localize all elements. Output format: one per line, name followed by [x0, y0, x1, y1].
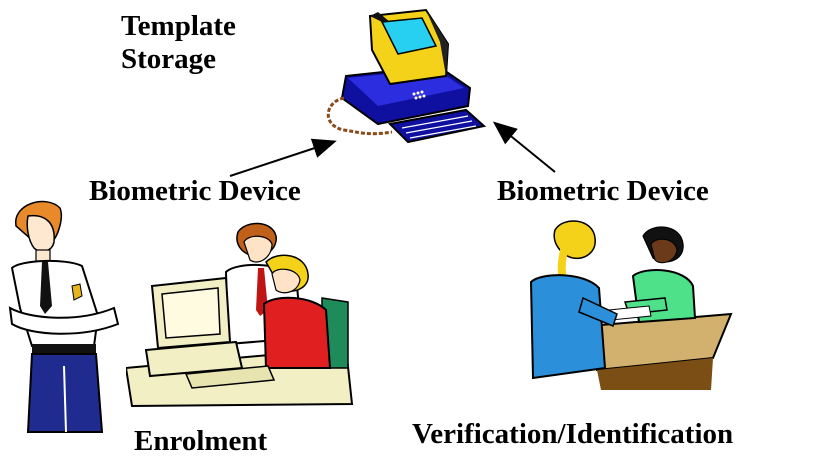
verification-identification-label: Verification/Identification [412, 418, 734, 450]
biometric-device-left-label: Biometric Device [89, 175, 301, 207]
template-storage-label: Template Storage [121, 10, 236, 76]
title-line-1: Template [121, 10, 236, 42]
arrow-left [229, 138, 337, 177]
title-line-2: Storage [121, 43, 217, 75]
biometric-device-right-label: Biometric Device [497, 175, 709, 207]
enrolment-label: Enrolment [134, 425, 268, 457]
people-at-computer-icon [126, 222, 354, 408]
arrow-right [492, 121, 556, 173]
clerk-desk-icon [529, 220, 733, 390]
computer-icon [326, 8, 487, 144]
police-officer-icon [8, 200, 120, 433]
